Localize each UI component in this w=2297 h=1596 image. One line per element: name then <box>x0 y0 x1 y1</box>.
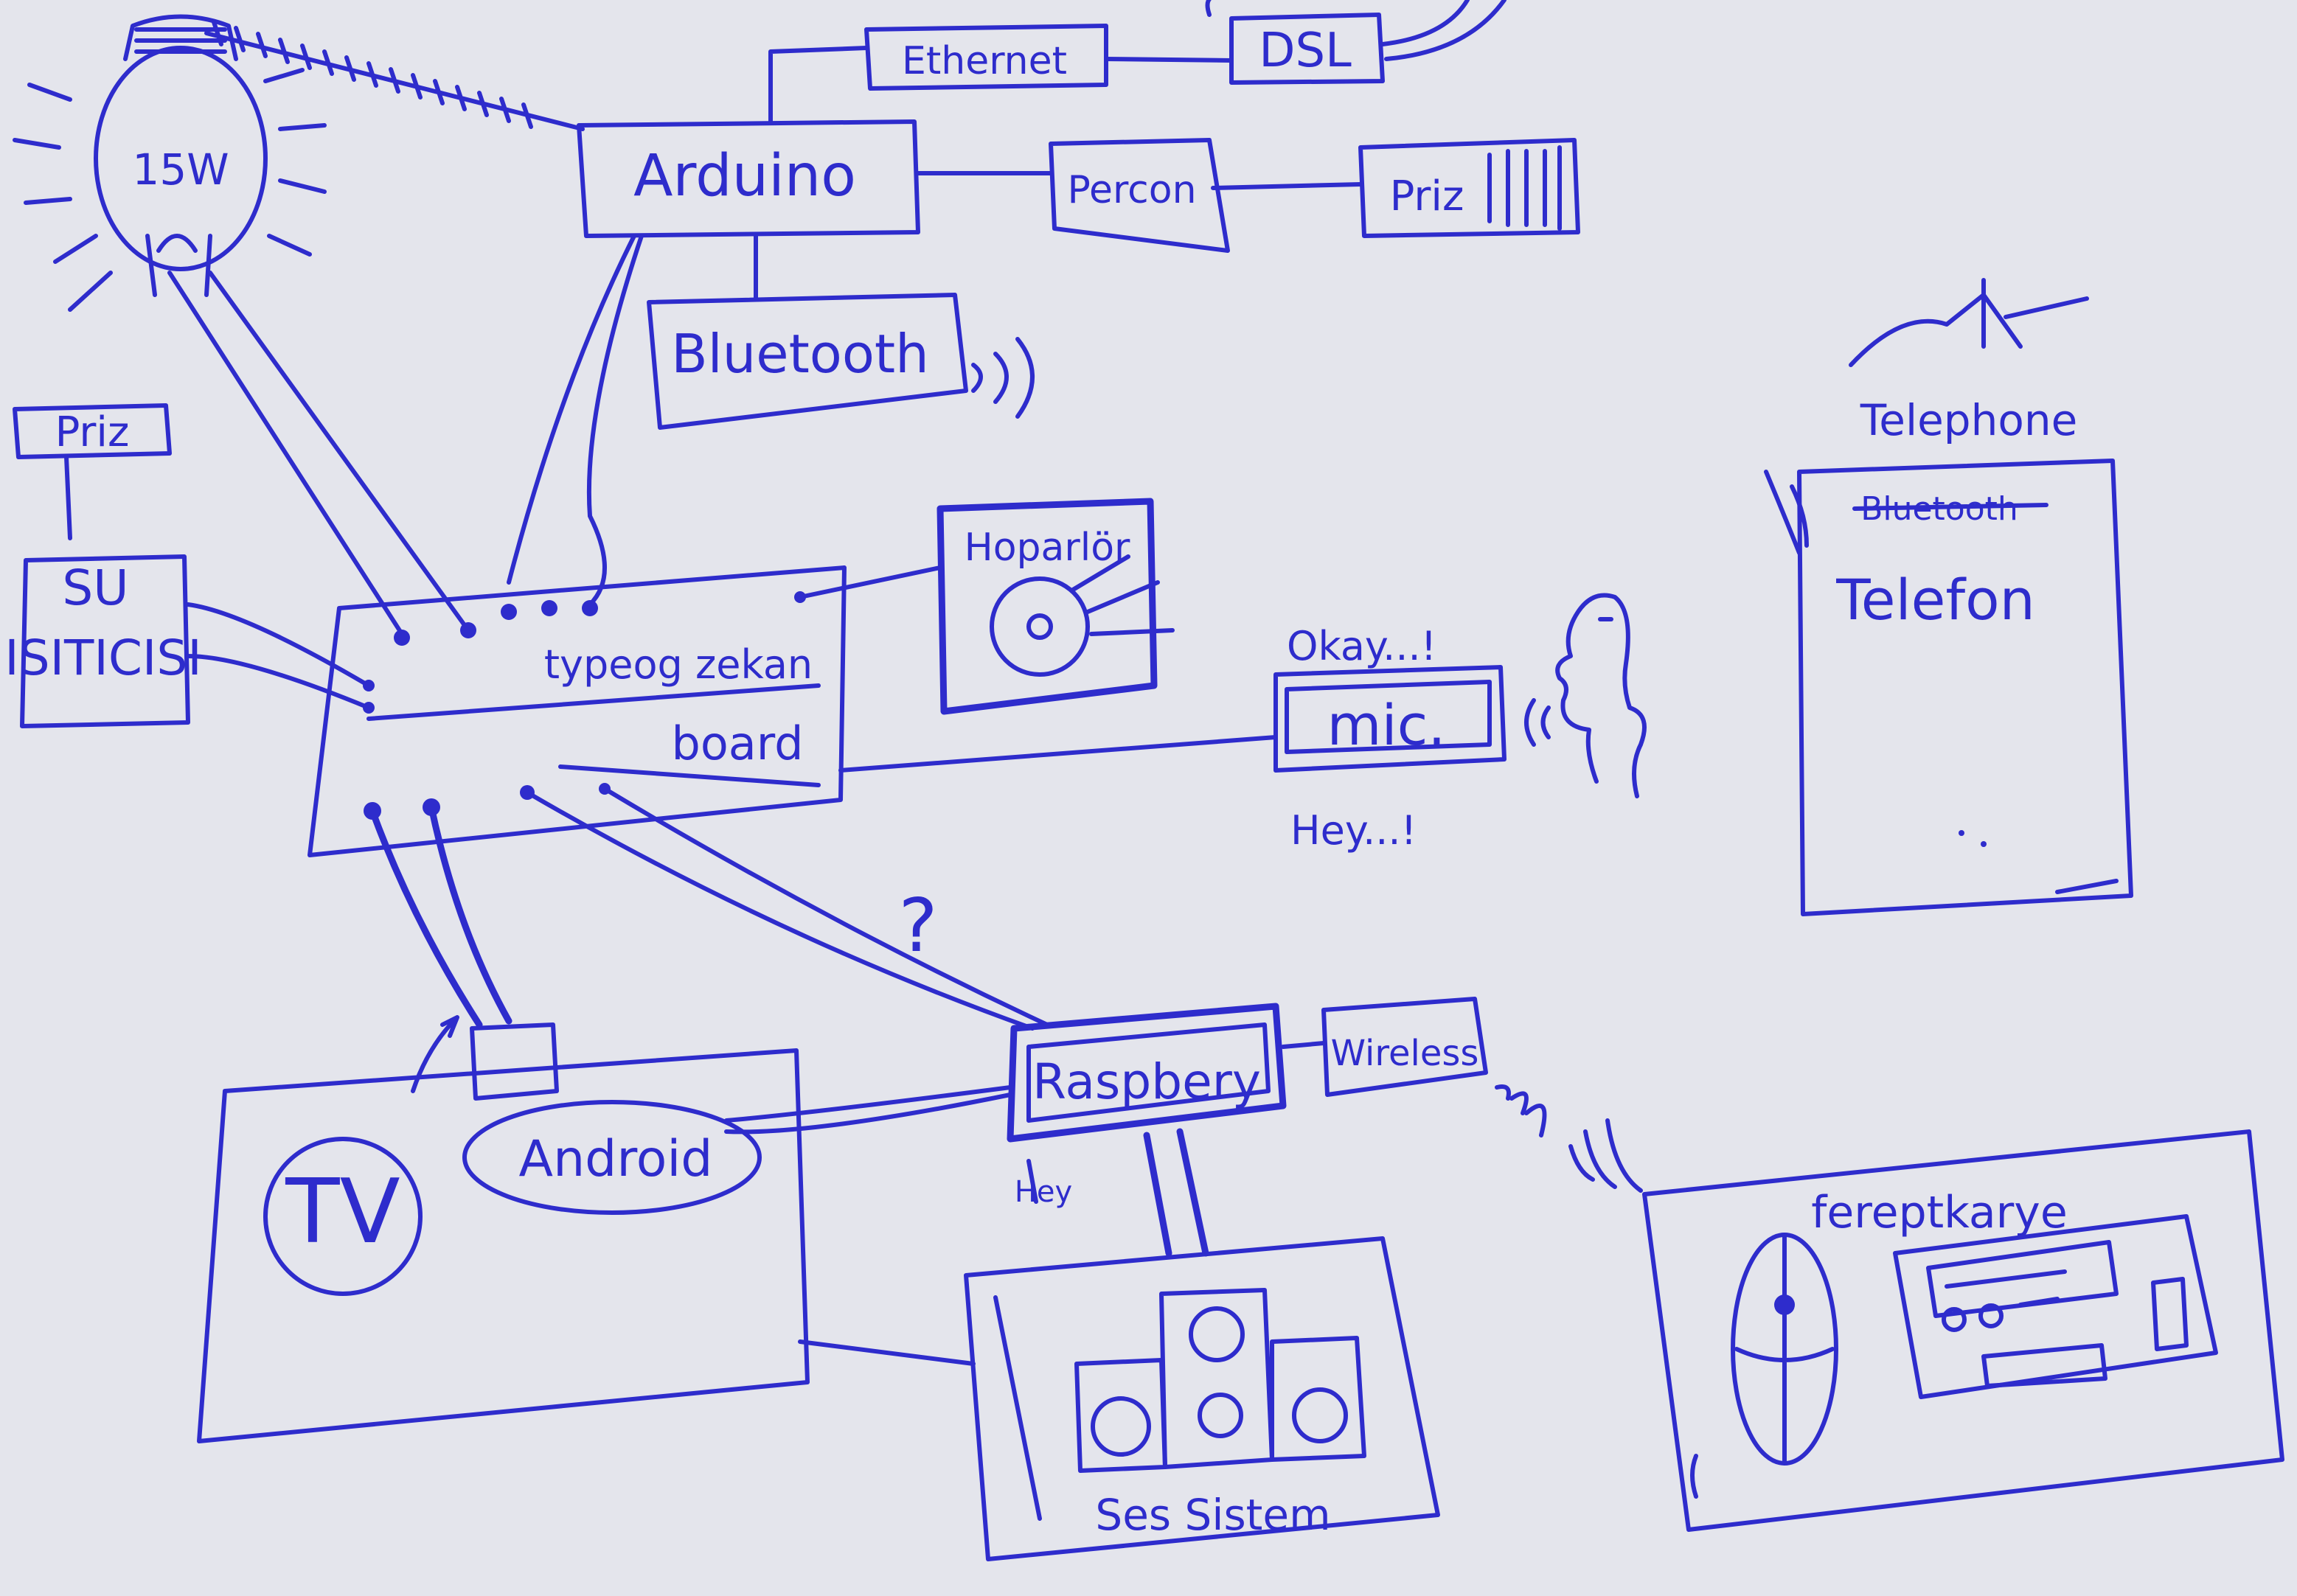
tv-arrow-icon <box>411 1015 459 1093</box>
laptop-waves-icon <box>1568 1118 1643 1193</box>
dsl-signal-icon <box>1205 0 1507 61</box>
bulb-thread-icon <box>134 27 227 54</box>
water-heater-label: SU ISITICISI <box>4 560 202 686</box>
water-heater-line-2: ISITICISI <box>4 630 202 686</box>
board-sub-label: board <box>671 717 803 770</box>
wireless-node: Wireless <box>1321 997 1643 1193</box>
arduino-label: Arduino <box>633 143 856 209</box>
bluetooth-waves-icon <box>971 337 1035 419</box>
tv-node: TV Android <box>197 1015 1012 1443</box>
bulb-rays-icon <box>13 68 327 312</box>
water-heater-line-1: SU <box>62 560 128 616</box>
telephone-top-label: Telephone <box>1860 395 2078 445</box>
mic-hey-label: Hey...! <box>1290 807 1417 854</box>
tv-connector-icon <box>470 1022 559 1101</box>
bulb-label: 15W <box>132 144 229 195</box>
android-box-icon <box>462 1100 762 1215</box>
dsl-node: DSL <box>1205 0 1507 85</box>
socket-left-label: Priz <box>55 408 130 456</box>
sound-system-label: Ses Sistem <box>1095 1490 1330 1540</box>
mic-node: mic. <box>1273 665 1507 773</box>
power-node: Percon <box>1049 138 1230 253</box>
speaker-sound-icon <box>1071 554 1175 636</box>
water-heater-node: SU ISITICISI <box>4 554 202 728</box>
telephone-scribble-icon <box>1849 278 2089 367</box>
board-label: typeog zekan <box>544 641 813 688</box>
laptop-node: fereptkarye <box>1642 1129 2284 1532</box>
telephone-node: Telephone Bluetooth Telefon <box>1764 278 2133 916</box>
laptop-label: fereptkarye <box>1811 1187 2067 1238</box>
speaker-node: Hoparlör <box>936 498 1175 715</box>
telephone-antenna-icon <box>1764 470 1809 555</box>
question-mark-label: ? <box>898 882 937 969</box>
socket-label: Priz <box>1390 173 1464 220</box>
arduino-node: Arduino <box>577 119 920 238</box>
board-node: typeog zekan board <box>307 565 847 857</box>
keyboard-screen-icon <box>1893 1214 2218 1399</box>
socket-node: Priz <box>1358 138 1580 238</box>
telephone-label: Telefon <box>1835 567 2035 633</box>
speaker-cone-icon <box>990 576 1090 677</box>
light-bulb-node: 15W <box>13 14 327 312</box>
raspberry-node: Raspbery Hey <box>1007 1003 1287 1209</box>
voice-waves-icon <box>1524 698 1551 747</box>
wireless-label: Wireless <box>1331 1033 1479 1074</box>
bulb-base-icon <box>123 14 238 61</box>
tv-circle-icon <box>263 1137 423 1296</box>
person-face-icon <box>1524 593 1647 798</box>
power-label: Percon <box>1067 168 1196 212</box>
ethernet-label: Ethernet <box>902 39 1067 83</box>
ethernet-node: Ethernet <box>864 24 1108 91</box>
mic-okay-label: Okay...! <box>1287 623 1436 669</box>
sound-system-node: Ses Sistem <box>964 1236 1440 1561</box>
android-label: Android <box>519 1130 713 1188</box>
bulb-antenna-icon <box>204 20 585 131</box>
wireless-waves-icon <box>1495 1084 1547 1137</box>
raspberry-label: Raspbery <box>1032 1053 1261 1110</box>
socket-hatch-icon <box>1487 145 1562 231</box>
dsl-label: DSL <box>1259 24 1352 78</box>
speaker-right-icon <box>1270 1336 1366 1462</box>
mic-label: mic. <box>1327 692 1445 758</box>
bluetooth-label: Bluetooth <box>671 323 929 385</box>
speaker-center-icon <box>1159 1288 1274 1469</box>
socket-left-node: Priz <box>13 403 172 459</box>
hey-small-label: Hey <box>1015 1175 1072 1209</box>
bluetooth-node: Bluetooth <box>647 293 1035 430</box>
tv-label: TV <box>285 1161 400 1264</box>
speaker-label: Hoparlör <box>965 526 1130 570</box>
